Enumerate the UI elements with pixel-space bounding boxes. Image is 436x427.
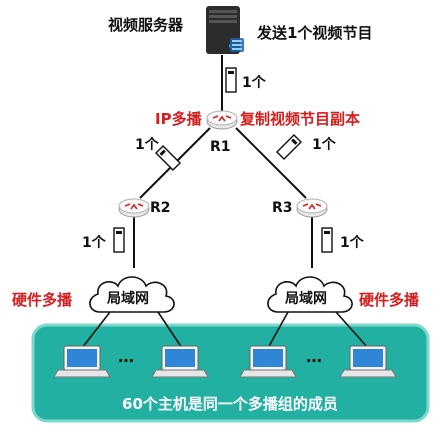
packet-icon-server: [225, 67, 237, 93]
server-icon: [206, 6, 244, 54]
router-r2-icon: [118, 198, 150, 218]
ellipsis-right: …: [306, 347, 322, 366]
server-label: 视频服务器: [108, 16, 184, 34]
packet-icon-r3lan: [321, 227, 333, 253]
members-caption: 60个主机是同一个多播组的成员: [122, 395, 338, 413]
count-label-server: 1个: [242, 74, 267, 91]
lan-label-left: 局域网: [107, 290, 149, 307]
packet-icon-r2lan: [113, 227, 125, 253]
host-group-panel: [31, 323, 430, 423]
laptop-icon-2: [151, 345, 209, 378]
laptop-icon-1: [53, 345, 111, 378]
ellipsis-left: …: [118, 347, 134, 366]
network-links: [133, 55, 313, 268]
laptop-icon-3: [239, 345, 297, 378]
count-label-r1r2: 1个: [135, 136, 160, 153]
lan-cloud-right: [267, 276, 353, 313]
lan-cloud-left: [89, 276, 175, 313]
router-r3-label: R3: [272, 200, 293, 216]
router-r2-label: R2: [150, 200, 171, 216]
count-label-r1r3: 1个: [312, 136, 337, 153]
router-r1-label: R1: [210, 139, 231, 155]
packet-icon-r1r2: [154, 144, 182, 172]
lan-drop-lines: [81, 311, 369, 349]
router-r1-icon: [206, 110, 238, 130]
laptop-icon-4: [339, 345, 397, 378]
hardware-multicast-label-right: 硬件多播: [359, 291, 420, 309]
lan-label-right: 局域网: [285, 290, 327, 307]
hardware-multicast-label-left: 硬件多播: [12, 291, 73, 309]
link-r1-r3: [235, 127, 307, 199]
ip-multicast-label: IP多播: [155, 110, 203, 128]
count-label-r2lan: 1个: [82, 234, 107, 251]
count-label-r3lan: 1个: [340, 234, 365, 251]
send-label: 发送1个视频节目: [256, 24, 372, 42]
copy-label: 复制视频节目副本: [239, 110, 360, 128]
router-r3-icon: [296, 198, 328, 218]
packet-icon-r1r3: [275, 133, 303, 161]
